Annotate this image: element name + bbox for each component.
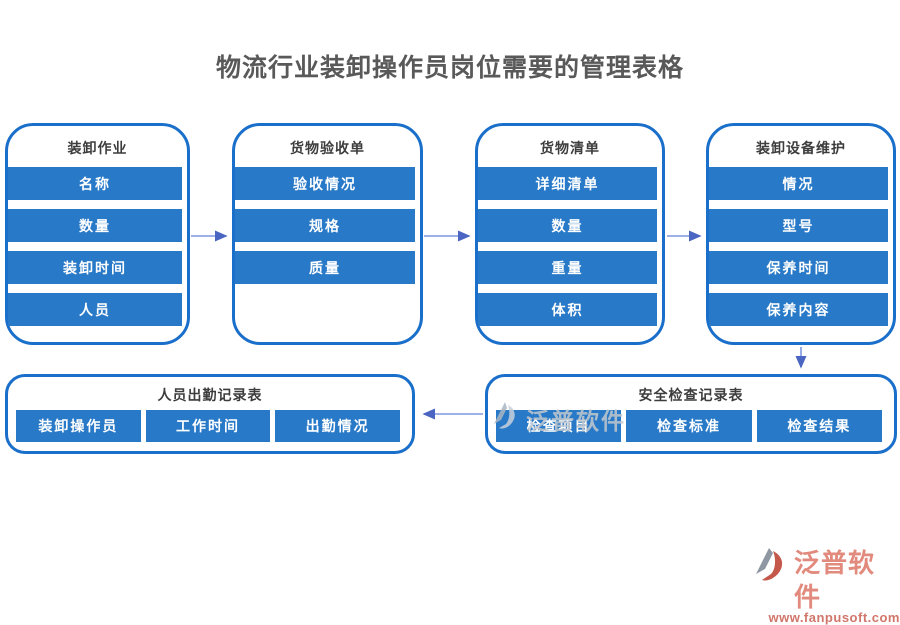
brand-url: www.fanpusoft.com — [768, 610, 900, 625]
brand-name: 泛普软件 — [794, 548, 876, 612]
field-item: 数量 — [8, 209, 182, 242]
node-attendance-record: 人员出勤记录表 装卸操作员 工作时间 出勤情况 — [5, 374, 415, 454]
field-item: 验收情况 — [235, 167, 415, 200]
field-item: 数量 — [478, 209, 657, 242]
field-item: 出勤情况 — [275, 410, 401, 442]
field-item: 重量 — [478, 251, 657, 284]
field-item: 保养时间 — [709, 251, 888, 284]
field-item: 人员 — [8, 293, 182, 326]
field-item: 保养内容 — [709, 293, 888, 326]
field-list: 情况 型号 保养时间 保养内容 — [709, 167, 888, 326]
node-title: 装卸作业 — [67, 140, 128, 156]
field-list: 详细清单 数量 重量 体积 — [478, 167, 657, 326]
field-list: 检查项目 检查标准 检查结果 — [496, 410, 882, 442]
field-item: 名称 — [8, 167, 182, 200]
node-safety-inspection: 安全检查记录表 检查项目 检查标准 检查结果 — [485, 374, 897, 454]
field-item: 型号 — [709, 209, 888, 242]
field-item: 检查标准 — [626, 410, 752, 442]
node-goods-list: 货物清单 详细清单 数量 重量 体积 — [475, 123, 665, 345]
field-list: 名称 数量 装卸时间 人员 — [8, 167, 182, 326]
node-title: 装卸设备维护 — [756, 140, 846, 156]
field-item: 规格 — [235, 209, 415, 242]
field-list: 装卸操作员 工作时间 出勤情况 — [16, 410, 401, 442]
field-item: 装卸时间 — [8, 251, 182, 284]
node-title: 货物验收单 — [290, 140, 365, 156]
field-list: 验收情况 规格 质量 — [235, 167, 415, 284]
field-item: 检查项目 — [496, 410, 622, 442]
field-item: 工作时间 — [145, 410, 271, 442]
page-title: 物流行业装卸操作员岗位需要的管理表格 — [215, 54, 684, 82]
node-title: 安全检查记录表 — [638, 387, 744, 403]
node-title: 货物清单 — [540, 140, 600, 156]
field-item: 质量 — [235, 251, 415, 284]
field-item: 体积 — [478, 293, 657, 326]
node-title: 人员出勤记录表 — [157, 387, 263, 403]
field-item: 情况 — [709, 167, 888, 200]
node-loading-operations: 装卸作业 名称 数量 装卸时间 人员 — [5, 123, 190, 345]
node-goods-acceptance: 货物验收单 验收情况 规格 质量 — [232, 123, 423, 345]
field-item: 装卸操作员 — [16, 410, 141, 442]
fanpu-logo-icon — [753, 546, 791, 589]
fanpu-brand: 泛普软件 www.fanpusoft.com — [753, 546, 900, 625]
node-equipment-maintenance: 装卸设备维护 情况 型号 保养时间 保养内容 — [706, 123, 896, 345]
field-item: 详细清单 — [478, 167, 657, 200]
field-item: 检查结果 — [756, 410, 882, 442]
